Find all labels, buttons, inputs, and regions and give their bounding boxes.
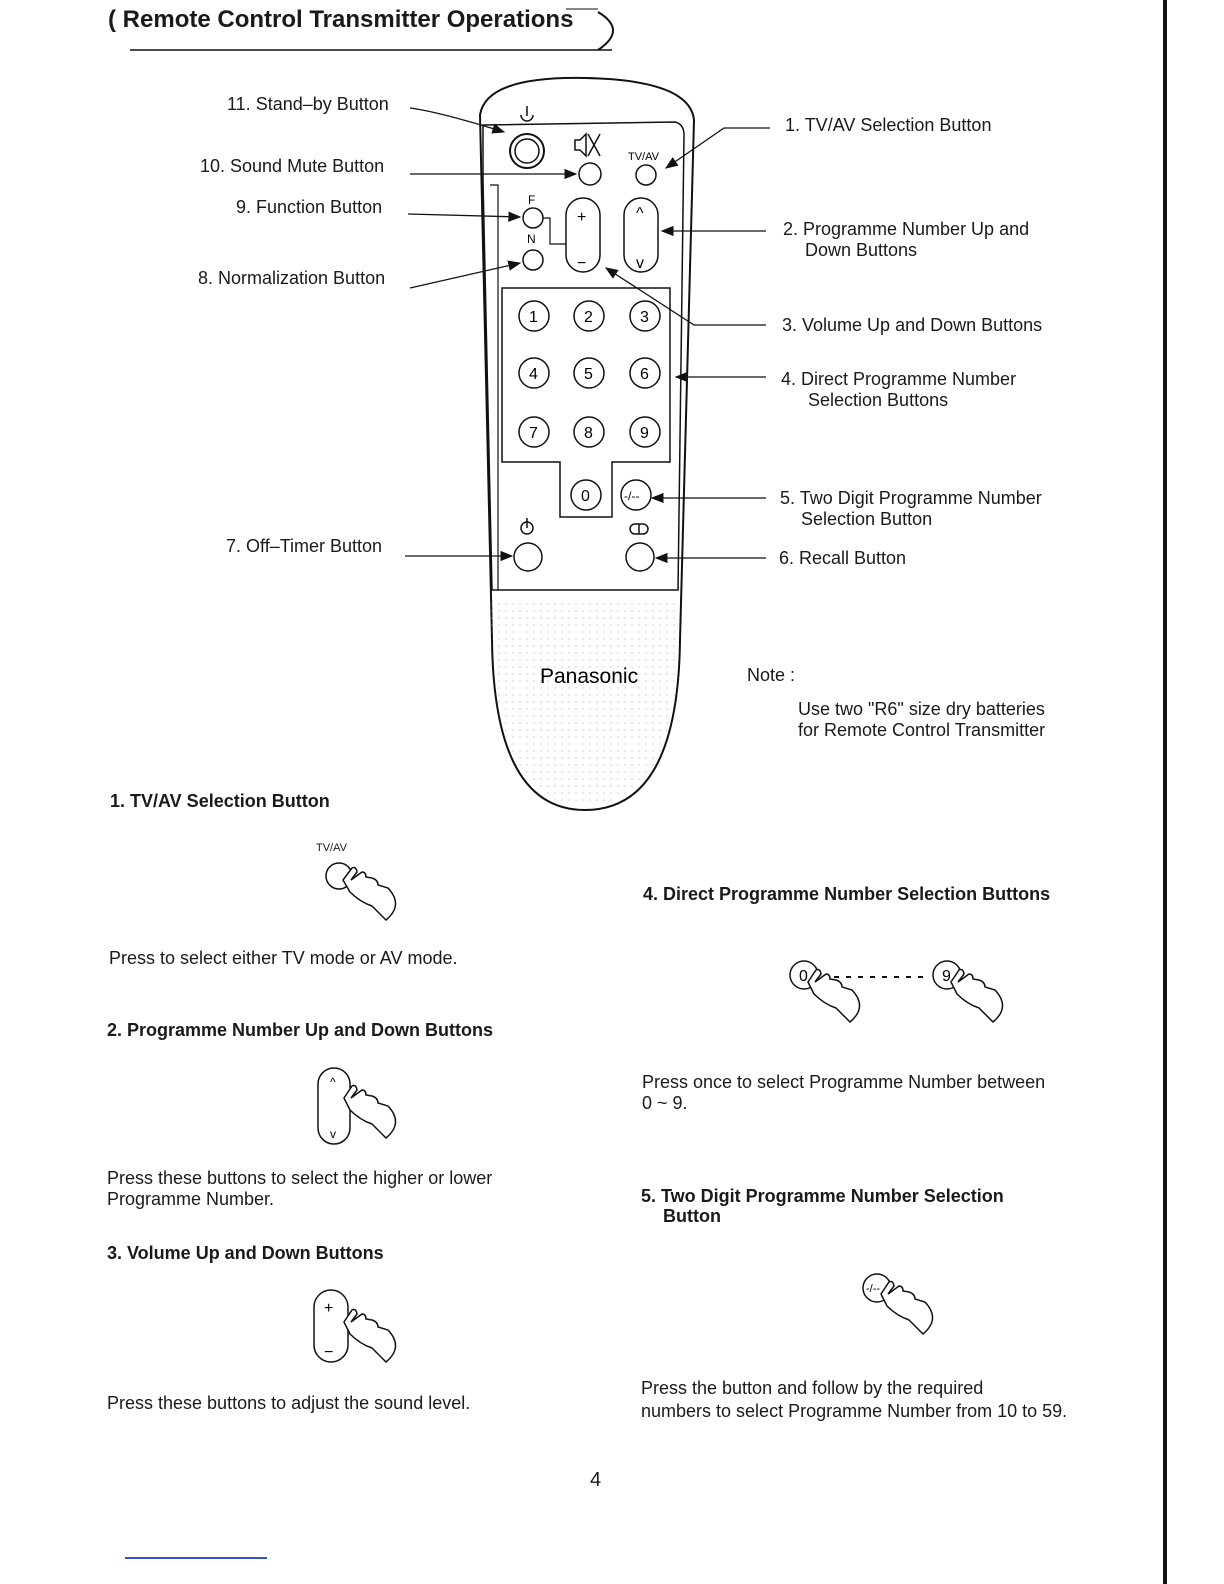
s3-volume-icon [313,1289,397,1364]
callout-direct-2: Selection Buttons [808,390,949,410]
callout-direct-1: 4. Direct Programme Number [781,369,1017,389]
s3-heading: 3. Volume Up and Down Buttons [107,1243,384,1263]
digit-5-button[interactable] [573,357,605,389]
programme-up: ^ [636,205,644,222]
digit-4-label: 4 [529,366,538,383]
s5-heading-1: 5. Two Digit Programme Number Selection [641,1186,1004,1206]
callout-programme-2: Down Buttons [805,240,918,260]
keypad-frame [501,287,671,518]
s4-nine-mark: 9 [942,968,951,985]
s2-programme-icon [317,1067,397,1145]
brand-logo: Panasonic [540,665,638,688]
callout-two-digit-2: Selection Button [801,509,933,529]
digit-4-button[interactable] [518,357,550,389]
callout-function: 9. Function Button [236,197,383,217]
digit-3-button[interactable] [629,300,661,332]
two-digit-label: -/-- [624,489,639,503]
title-text: Remote Control Transmitter Operations [122,6,574,33]
page-number: 4 [590,1469,602,1491]
bottom-rule [125,1557,267,1559]
digit-7-button[interactable] [518,416,550,448]
callout-normalization: 8. Normalization Button [198,268,386,288]
digit-6-label: 6 [640,366,649,383]
digit-7-label: 7 [529,425,538,442]
s5-heading-2: Button [663,1206,721,1226]
volume-minus: − [577,255,586,272]
s2-text-2: Programme Number. [107,1189,275,1209]
s3-text: Press these buttons to adjust the sound … [107,1393,471,1413]
note-label: Note : [747,665,796,685]
digit-1-button[interactable] [518,300,550,332]
callout-recall: 6. Recall Button [779,548,907,568]
off-timer-icon [520,518,534,535]
s2-up-mark: ^ [330,1075,336,1089]
s4-digits-icon [789,960,1004,1024]
note-line-2: for Remote Control Transmitter [798,720,1046,740]
s4-zero-mark: 0 [799,968,808,985]
s5-two-digit-mark: -/-- [866,1283,880,1295]
callout-programme-1: 2. Programme Number Up and [783,219,1030,239]
function-button[interactable] [522,207,544,229]
title-paren-open: ( [108,6,123,33]
standby-button[interactable] [509,133,545,169]
digit-2-button[interactable] [573,300,605,332]
callout-two-digit-1: 5. Two Digit Programme Number [780,488,1042,508]
callout-mute: 10. Sound Mute Button [200,156,385,176]
f-label: F [528,193,535,207]
s5-two-digit-icon [862,1273,934,1336]
digit-8-button[interactable] [573,416,605,448]
s3-plus-mark: + [324,1300,333,1317]
s1-icon-label: TV/AV [316,842,347,854]
s5-text-2: numbers to select Programme Number from … [641,1401,1068,1421]
digit-6-button[interactable] [629,357,661,389]
note-line-1: Use two "R6" size dry batteries [798,699,1045,719]
s1-text: Press to select either TV mode or AV mod… [109,948,458,968]
page-title: ( Remote Control Transmitter Operations [108,6,573,34]
digit-9-button[interactable] [629,416,661,448]
mute-button[interactable] [578,162,602,186]
s2-rocker-labels: ^ v + − 0 9 -/-- [324,968,951,1361]
digit-5-label: 5 [584,366,593,383]
volume-rocker[interactable] [565,197,601,273]
digit-9-label: 9 [640,425,649,442]
callout-tvav: 1. TV/AV Selection Button [785,115,992,135]
tvav-small-label: TV/AV [628,151,660,163]
recall-icon [629,523,649,535]
s2-heading: 2. Programme Number Up and Down Buttons [107,1020,494,1040]
tvav-button[interactable] [635,164,657,186]
n-label: N [527,232,536,246]
normalization-button[interactable] [522,249,544,271]
digit-3-label: 3 [640,309,649,326]
s4-text-1: Press once to select Programme Number be… [642,1072,1046,1092]
page-edge-rule [1163,0,1167,1584]
callout-leaders [405,107,770,564]
digit-keypad: 1 2 3 4 5 6 7 8 9 [518,300,661,448]
programme-rocker[interactable] [623,197,659,273]
off-timer-button[interactable] [513,542,543,572]
callout-off-timer: 7. Off–Timer Button [226,536,383,556]
s2-down-mark: v [330,1127,336,1141]
digit-1-label: 1 [529,309,538,326]
s3-minus-mark: − [324,1344,333,1361]
digit-0-button[interactable] [570,479,602,511]
volume-plus: + [577,209,586,226]
digit-0-label: 0 [581,488,590,505]
callout-standby: 11. Stand–by Button [227,94,389,114]
programme-down: v [636,255,644,272]
s5-text-1: Press the button and follow by the requi… [641,1378,984,1398]
callout-volume: 3. Volume Up and Down Buttons [782,315,1043,335]
mute-icon [574,132,601,158]
s4-text-2: 0 ~ 9. [642,1093,688,1113]
digit-2-label: 2 [584,309,593,326]
standby-icon [520,106,534,122]
recall-button[interactable] [625,542,655,572]
s1-heading: 1. TV/AV Selection Button [110,791,330,811]
s2-text-1: Press these buttons to select the higher… [107,1168,493,1188]
digit-8-label: 8 [584,425,593,442]
s1-tvav-icon [325,862,397,922]
remote-inner-panel [482,121,685,591]
s4-heading: 4. Direct Programme Number Selection But… [643,884,1051,904]
